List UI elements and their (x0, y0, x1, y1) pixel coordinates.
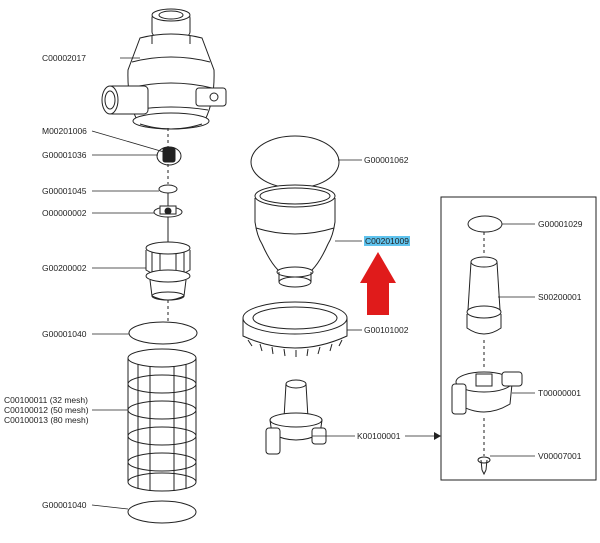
label-k-part: K00100001 (357, 431, 401, 441)
label-mesh-32: C00100011 (32 mesh) (4, 395, 88, 405)
g-1040-top-drawing (128, 321, 198, 345)
label-g-1036: G00001036 (42, 150, 87, 160)
o-part-drawing (153, 205, 183, 246)
g-200002-drawing (145, 241, 191, 301)
label-s-part: S00200001 (538, 292, 582, 302)
label-g-1040-top: G00001040 (42, 329, 87, 339)
t-part-drawing (451, 371, 523, 415)
g-101002-drawing (242, 301, 348, 357)
label-housing-top: C00002017 (42, 53, 86, 63)
k-part-drawing (265, 379, 327, 455)
label-g-101002: G00101002 (364, 325, 409, 335)
label-g-1029: G00001029 (538, 219, 583, 229)
v-part-drawing (477, 456, 491, 476)
housing-top-drawing (101, 8, 227, 130)
label-g-1040-bottom: G00001040 (42, 500, 87, 510)
label-bowl-wrap: C00201009 (364, 236, 410, 246)
leader-lines (91, 57, 535, 510)
label-mesh-80: C00100013 (80 mesh) (4, 415, 89, 425)
detail-box (440, 196, 597, 481)
g-1045-drawing (158, 184, 178, 194)
label-mesh-50: C00100012 (50 mesh) (4, 405, 89, 415)
label-m-part: M00201006 (42, 126, 87, 136)
label-g-1045: G00001045 (42, 186, 87, 196)
s-part-drawing (466, 256, 502, 335)
highlight-arrow (360, 252, 396, 315)
label-o-part: O00000002 (42, 208, 87, 218)
label-g-200002: G00200002 (42, 263, 87, 273)
label-g-1062: G00001062 (364, 155, 409, 165)
label-t-part: T00000001 (538, 388, 582, 398)
g-1029-drawing (467, 215, 503, 233)
label-bowl: C00201009 (364, 236, 410, 246)
mesh-screen-drawing (127, 348, 197, 492)
bowl-drawing (254, 184, 336, 288)
label-v-part: V00007001 (538, 451, 582, 461)
g-1036-drawing (156, 146, 182, 166)
g-1062-drawing (250, 135, 340, 189)
m-part-drawing (162, 147, 176, 163)
g-1040-bottom-drawing (127, 500, 197, 524)
